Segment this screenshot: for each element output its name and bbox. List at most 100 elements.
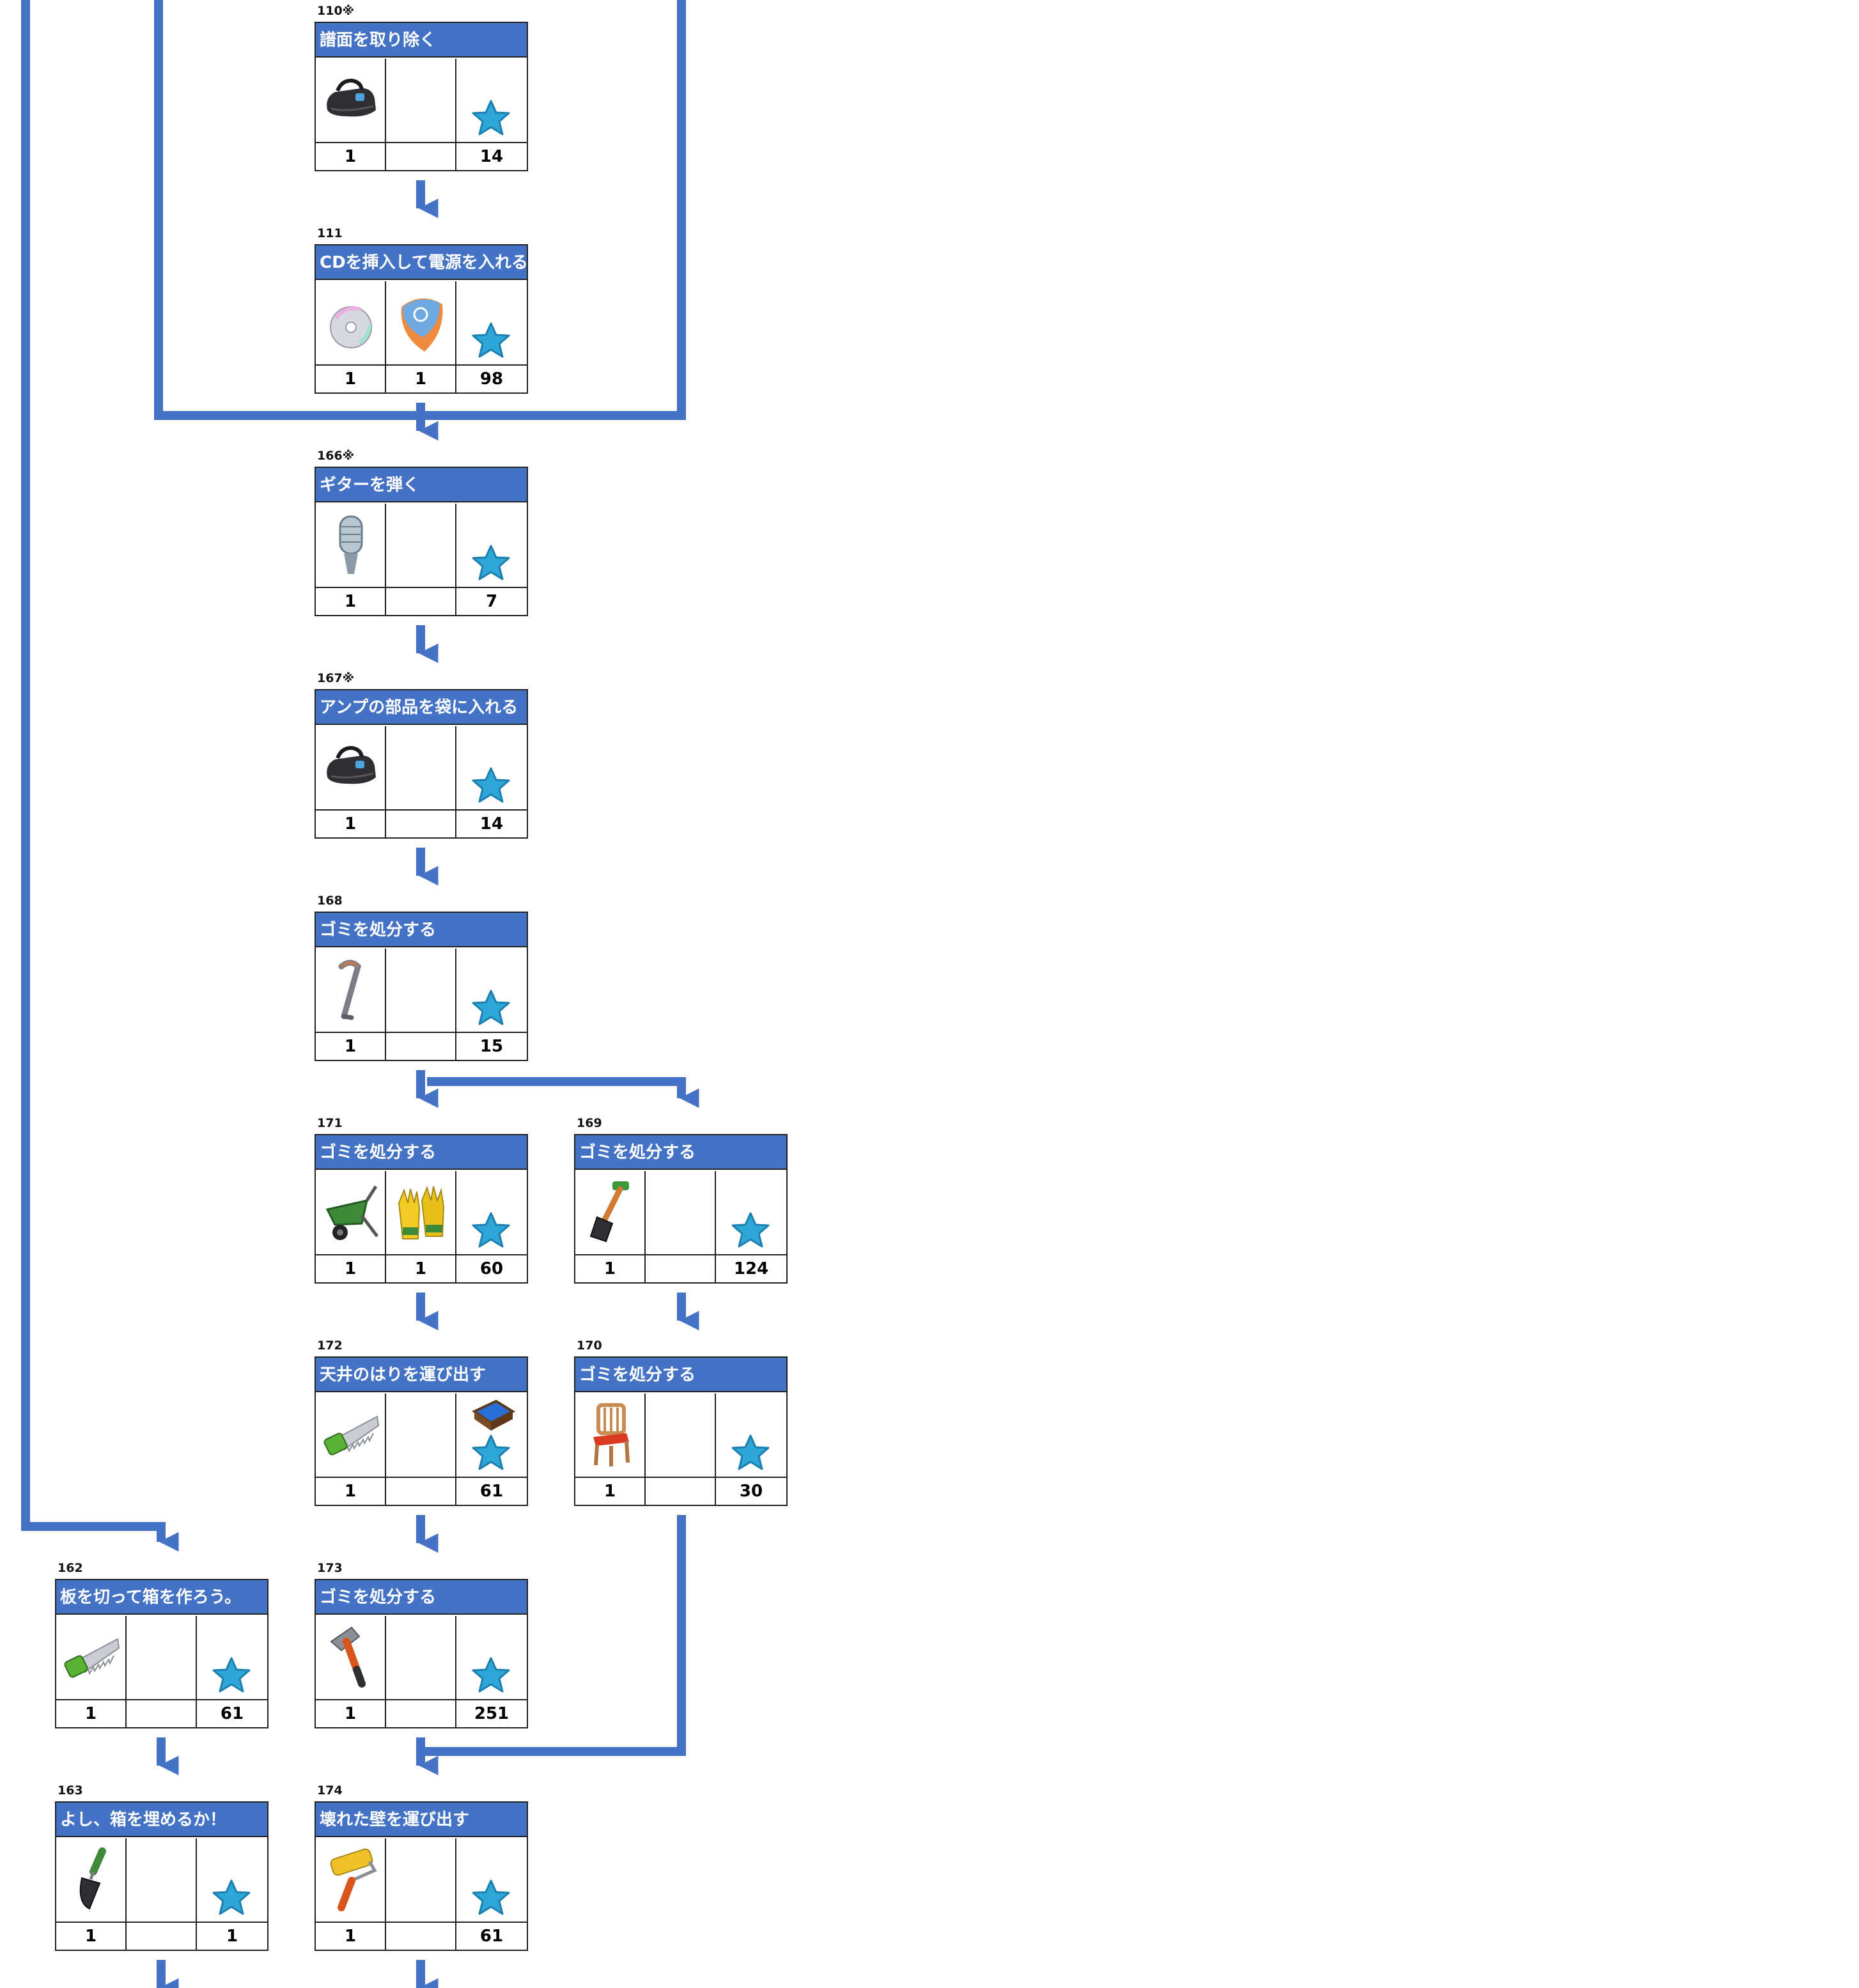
reward-quantity: 124	[733, 1259, 769, 1278]
hammer-icon	[330, 1626, 366, 1688]
task-card-162: 162 板を切って箱を作ろう。 1 61	[55, 1558, 270, 1745]
quantity-row: 1 61	[316, 1922, 527, 1950]
item-1-quantity: 1	[56, 1923, 127, 1950]
task-title: ゴミを処分する	[316, 1580, 527, 1615]
chair-icon	[593, 1403, 630, 1466]
task-title: アンプの部品を袋に入れる	[316, 690, 527, 725]
item-1-quantity: 1	[316, 366, 386, 392]
task-card-171: 171 ゴミを処分する 1 1 60	[315, 1114, 529, 1300]
item-2-quantity: 1	[386, 366, 456, 392]
reward-quantity: 1	[226, 1927, 238, 1946]
star-icon	[731, 1434, 770, 1470]
item-1-quantity: 1	[316, 588, 386, 615]
star-icon	[472, 1657, 510, 1693]
quantity-row: 1 61	[316, 1477, 527, 1505]
item-slot-1	[575, 1171, 646, 1254]
item-1-quantity: 1	[316, 1478, 386, 1505]
task-card-167: 167※ アンプの部品を袋に入れる 1 14	[315, 669, 529, 855]
item-1-quantity: 1	[316, 1033, 386, 1060]
task-box: ゴミを処分する 1 251	[315, 1579, 528, 1728]
item-2-quantity	[386, 143, 456, 170]
task-box: 天井のはりを運び出す 1 61	[315, 1356, 528, 1506]
star-icon	[472, 1434, 510, 1470]
task-box: 板を切って箱を作ろう。 1 61	[55, 1579, 268, 1728]
bag-icon	[327, 78, 376, 117]
item-slot-2	[127, 1616, 197, 1699]
item-1-quantity: 1	[56, 1700, 127, 1727]
quantity-row: 1 61	[56, 1699, 267, 1727]
task-box: 譜面を取り除く 1 14	[315, 22, 528, 171]
crowbar-icon	[338, 959, 362, 1020]
star-icon	[472, 990, 510, 1025]
item-slot-1	[316, 281, 386, 364]
star-icon	[212, 1657, 251, 1693]
connector-line	[427, 1077, 699, 1108]
task-card-163: 163 よし、箱を埋めるか！ 1 1	[55, 1781, 270, 1968]
item-slot-2	[127, 1838, 197, 1922]
reward-quantity: 30	[739, 1482, 763, 1501]
task-box: よし、箱を埋めるか！ 1 1	[55, 1801, 268, 1951]
quantity-row: 1 1	[56, 1922, 267, 1950]
reward-quantity: 7	[485, 592, 498, 611]
task-card-173: 173 ゴミを処分する 1 251	[315, 1558, 529, 1745]
item-slot-1	[316, 1616, 386, 1699]
task-number: 174	[317, 1783, 343, 1798]
reward-slot	[197, 1616, 267, 1699]
task-number: 170	[577, 1339, 602, 1353]
item-2-quantity	[386, 1033, 456, 1060]
saw-icon	[64, 1638, 120, 1678]
task-card-174: 174 壊れた壁を運び出す 1 61	[315, 1781, 529, 1968]
water-tray-icon	[472, 1399, 515, 1431]
task-number: 172	[317, 1339, 343, 1353]
quantity-row: 1 30	[575, 1477, 786, 1505]
task-title: 譜面を取り除く	[316, 23, 527, 58]
item-slot-2	[646, 1171, 716, 1254]
reward-slot	[456, 1394, 527, 1477]
task-title: よし、箱を埋めるか！	[56, 1803, 267, 1837]
item-slot-2	[386, 949, 456, 1032]
task-title: 壊れた壁を運び出す	[316, 1803, 527, 1837]
task-number: 173	[317, 1561, 343, 1575]
item-2-quantity	[646, 1255, 716, 1282]
task-card-170: 170 ゴミを処分する 1 30	[574, 1336, 789, 1523]
item-slot-1	[316, 504, 386, 587]
reward-slot	[456, 1171, 527, 1254]
star-icon	[472, 545, 510, 580]
item-slot-2	[386, 281, 456, 364]
item-2-quantity	[386, 588, 456, 615]
task-number: 167※	[317, 671, 355, 685]
gloves-icon	[398, 1185, 445, 1239]
reward-quantity: 98	[479, 369, 504, 389]
task-number: 163	[58, 1783, 83, 1798]
reward-slot	[456, 949, 527, 1032]
reward-quantity: 60	[479, 1259, 504, 1278]
task-title: ゴミを処分する	[575, 1358, 786, 1392]
task-title: ゴミを処分する	[316, 1135, 527, 1170]
task-box: ゴミを処分する 1 15	[315, 912, 528, 1061]
task-card-166: 166※ ギターを弾く 1 7	[315, 446, 529, 633]
item-1-quantity: 1	[316, 143, 386, 170]
item-slot-2	[386, 59, 456, 142]
reward-slot	[456, 726, 527, 809]
task-card-110: 110※ 譜面を取り除く 1 14	[315, 1, 529, 188]
task-number: 166※	[317, 449, 355, 463]
task-box: ギターを弾く 1 7	[315, 467, 528, 616]
task-box: 壊れた壁を運び出す 1 61	[315, 1801, 528, 1951]
bag-icon	[327, 745, 376, 784]
item-2-quantity	[386, 811, 456, 837]
task-card-111: 111 CDを挿入して電源を入れる 1 1 98	[315, 224, 529, 410]
task-number: 110※	[317, 4, 355, 18]
item-2-quantity	[386, 1700, 456, 1727]
star-icon	[472, 100, 510, 136]
item-1-quantity: 1	[575, 1478, 646, 1505]
item-slot-2	[386, 1616, 456, 1699]
star-icon	[472, 1212, 510, 1248]
item-slot-2	[386, 726, 456, 809]
item-slot-1	[56, 1616, 127, 1699]
task-title: 天井のはりを運び出す	[316, 1358, 527, 1392]
item-2-quantity	[646, 1478, 716, 1505]
star-icon	[472, 322, 510, 358]
task-box: アンプの部品を袋に入れる 1 14	[315, 689, 528, 839]
reward-quantity: 61	[479, 1927, 504, 1946]
